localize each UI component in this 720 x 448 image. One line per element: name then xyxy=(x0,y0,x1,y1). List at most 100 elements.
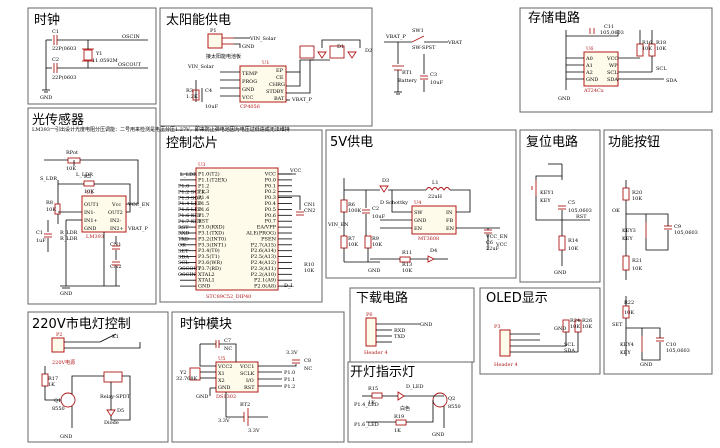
indicator-circuit: D_LED 白色 R15 1K Q2 8550 R19 1K P1.4_LED … xyxy=(354,384,461,438)
u6-chip xyxy=(583,51,619,87)
p3-header: Header 4 xyxy=(494,362,518,368)
function-keys-circuit: R20 10K OK KEY3 KEY C9 105,0603 R21 10K … xyxy=(612,180,698,368)
y1-label: Y1 xyxy=(95,51,102,57)
frame-storage xyxy=(519,7,713,113)
r18-value: 10K xyxy=(656,46,666,52)
mcu-pin-left: P1.0(T2) xyxy=(198,171,220,178)
mcu-pin-right: P2.2(A10) xyxy=(251,271,276,278)
mcu-pin-right: P2.7(A15) xyxy=(251,241,276,248)
u2-pin-out2: OUT2 xyxy=(108,210,123,216)
l1-value: 22uH xyxy=(428,194,443,200)
u5-pin-x1: X1 xyxy=(218,371,225,377)
r19-value: 1K xyxy=(394,428,401,434)
c11-label: C11 xyxy=(604,24,614,30)
r20-label: R20 xyxy=(632,190,642,196)
set-net: SET xyxy=(612,322,623,328)
power5v-gnd: GND xyxy=(368,268,380,274)
r17-label: R17 xyxy=(48,376,58,382)
c2-5v-value: 10uF xyxy=(372,214,386,220)
q1-name: 8550 xyxy=(52,406,65,412)
key1-label: KEY1 xyxy=(540,190,554,196)
oscin-net: OSCIN xyxy=(122,34,140,40)
mcu-circuit: U3 STC89C52_DIP40 P1.0(T2)P1.1(T2EX)P1.2… xyxy=(178,162,315,300)
mcu-pin-left: P1.4 xyxy=(198,195,209,201)
mcu-net-label: SCL xyxy=(178,260,189,266)
download-circuit: P6 Header 4 RXD TXD GND xyxy=(364,312,432,356)
p1-label: P1 xyxy=(210,28,217,34)
title-clock: 时钟 xyxy=(34,12,60,28)
frame-reset xyxy=(519,129,601,283)
relay-name: Relay-SPDT xyxy=(100,394,131,400)
mcu-pin-right: ALE(PROG) xyxy=(245,230,276,237)
mcu-net-label: P1.3 SDA xyxy=(178,195,202,201)
mcu-l-ldr: L_LDR xyxy=(180,172,197,178)
oled-sda: SDA xyxy=(564,348,575,354)
mcu-net-label: P1.6 KEY xyxy=(178,213,202,219)
cn1-label: CN1 xyxy=(110,242,121,248)
vcc-en-net: VCC_EN xyxy=(485,234,508,240)
title-light-sensor: 光传感器 xyxy=(32,112,84,128)
r20-value: 10K xyxy=(632,196,642,202)
mcu-net-label: P1.7 KEY xyxy=(178,219,202,225)
clock-module-gnd: GND xyxy=(196,394,208,400)
c10-label: C10 xyxy=(666,342,676,348)
r21-value: 10K xyxy=(632,266,642,272)
mcu-pin-left: P3.2(INT0) xyxy=(198,235,226,242)
u4-label: U4 xyxy=(414,200,421,206)
c1-label: C1 xyxy=(52,29,59,35)
indicator-gnd: GND xyxy=(432,432,444,438)
r6-value: 100K xyxy=(348,208,362,214)
c7-label: C7 xyxy=(224,338,231,344)
u4-pin-gnd: GND xyxy=(414,218,426,224)
mcu-d-l: D_L xyxy=(284,283,295,289)
clock-module-scl: P1.0 xyxy=(284,370,295,376)
storage-circuit: C11 105,0603 U6 AT24Cx A0 A1 A2 GND VCC … xyxy=(558,24,677,102)
u1-label: U1 xyxy=(262,60,269,66)
r15-value: 1K xyxy=(368,400,375,406)
storage-sda: SDA xyxy=(666,78,677,84)
d5-label: D5 xyxy=(117,408,124,414)
frame-clock-module xyxy=(171,311,345,443)
u5-pin-gnd: GND xyxy=(218,385,230,391)
mcu-net-label: P1.2 SCLK xyxy=(178,189,205,195)
frame-keys xyxy=(603,129,713,375)
r3-value: 1.2K xyxy=(186,94,198,100)
u1-name: CP4056 xyxy=(240,104,260,110)
mcu-pin-right: P0.2 xyxy=(265,189,276,195)
p6-label: P6 xyxy=(366,312,373,318)
u6-pin-a0: A0 xyxy=(585,56,593,62)
y2-value: 32.768K xyxy=(176,376,197,382)
u2-pin-vcc: Vcc xyxy=(111,202,121,208)
title-control-chip: 控制芯片 xyxy=(166,136,218,151)
r26-value: 10K xyxy=(582,324,592,330)
r21-label: R21 xyxy=(632,258,642,264)
u1-pin-ep: EP xyxy=(276,68,284,74)
mcu-pin-right: P0.3 xyxy=(265,195,276,201)
u2-name: LM393 xyxy=(86,234,104,240)
storage-gnd: GND xyxy=(558,96,570,102)
frame-oled xyxy=(479,287,601,375)
u2-pin-out1: OUT1 xyxy=(84,202,99,208)
d1-label: D1 xyxy=(337,44,344,50)
mcu-net-label: P1.4 LED xyxy=(178,201,202,207)
rpot-value: 10K xyxy=(66,166,76,172)
u3-label: U3 xyxy=(198,162,205,168)
p2-desc: 220V电源 xyxy=(52,359,75,366)
u4-pin-en: EN xyxy=(446,226,455,232)
vin-solar-2: VIN_Solar xyxy=(187,64,214,70)
mcu-pin-right: P0.5 xyxy=(265,207,276,213)
mcu-pin-right: P0.1 xyxy=(265,183,276,189)
mcu-pin-left: P1.7 xyxy=(198,213,209,219)
q2-name: 8550 xyxy=(448,404,461,410)
bt2-side: 3.3V xyxy=(248,428,260,434)
mcu-net-label: P1.0 xyxy=(178,184,189,190)
oled-circuit: P3 Header 4 R24 10K R26 10K SCL SDA GND xyxy=(494,318,592,368)
led-color: 白色 xyxy=(400,405,410,412)
vin-solar-net: VIN_Solar xyxy=(249,36,276,42)
power5v-circuit: U4 MT3608 SW GND EN IN FB EN D3 D Schott… xyxy=(327,178,508,274)
solar-gnd: GND xyxy=(242,44,254,50)
mcu-r10-val: 10K xyxy=(304,268,314,274)
u2-chip xyxy=(81,195,127,233)
p3-label: P3 xyxy=(494,324,501,330)
